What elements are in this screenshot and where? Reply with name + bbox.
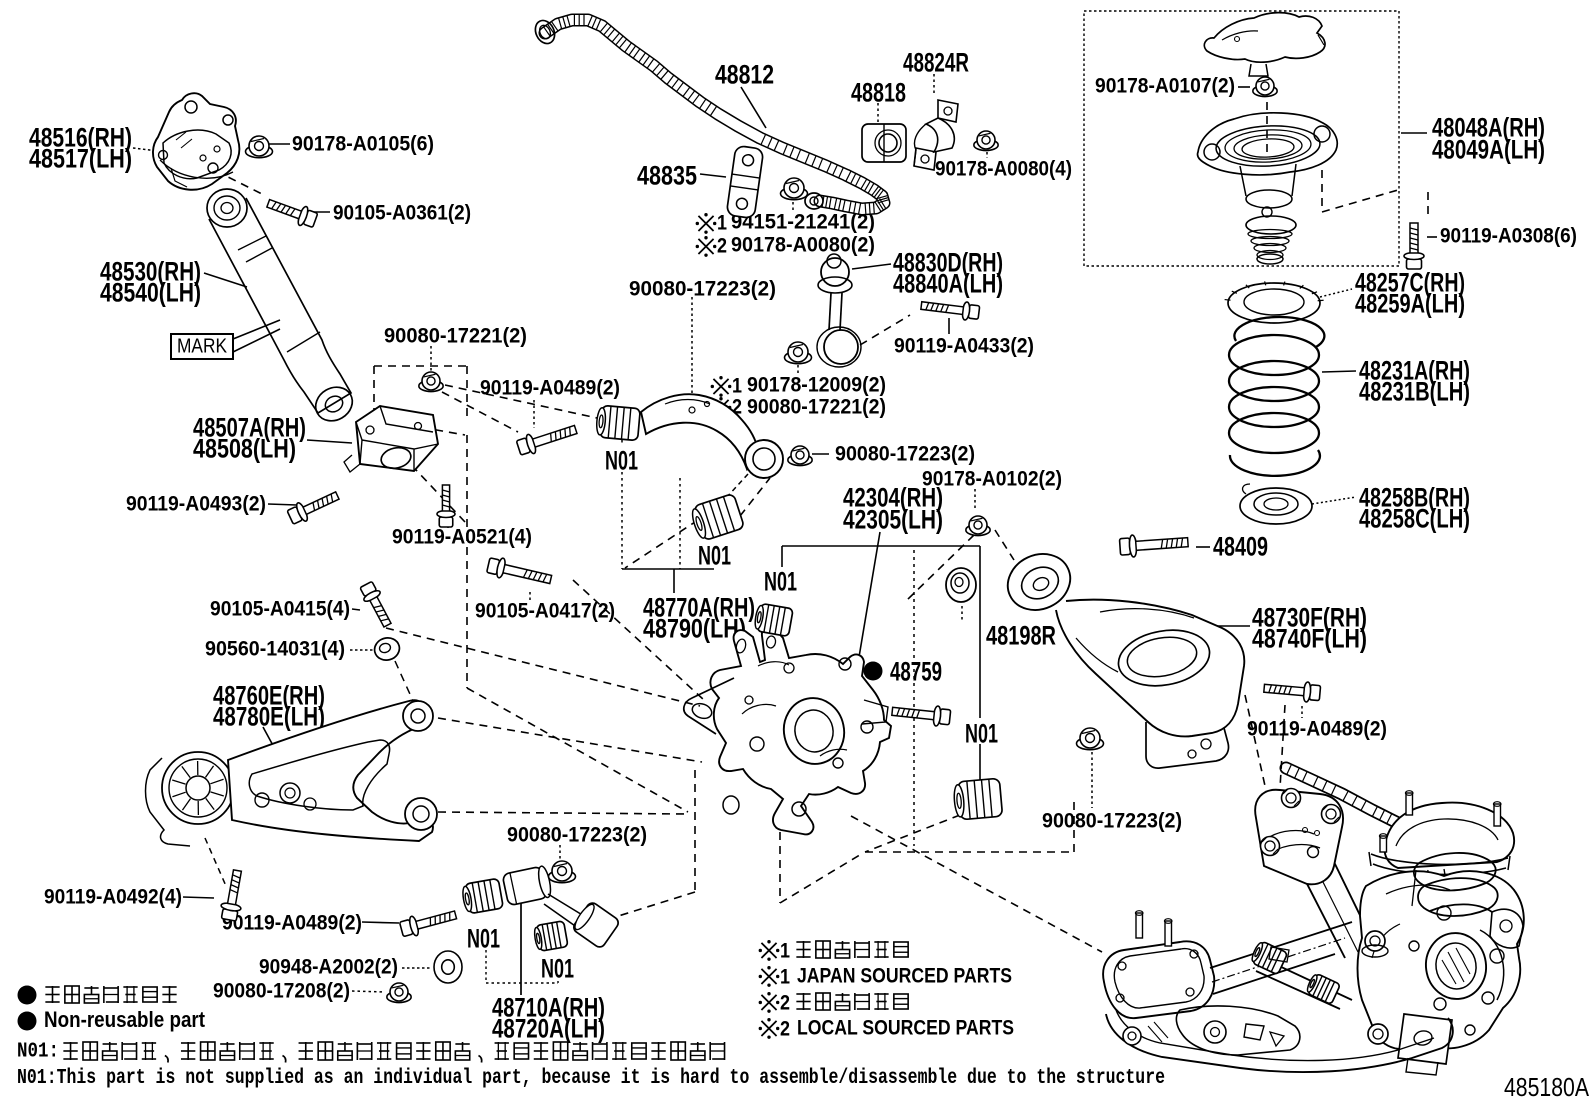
svg-text:N01:This part is not supplied: N01:This part is not supplied as an indi…	[17, 1066, 1165, 1090]
svg-text:1: 1	[717, 211, 727, 234]
svg-text:MARK: MARK	[177, 336, 228, 358]
svg-text:48198R: 48198R	[986, 621, 1056, 651]
svg-text:48258C(LH): 48258C(LH)	[1359, 504, 1470, 534]
svg-text:48231A(RH): 48231A(RH)	[1359, 356, 1470, 386]
svg-text:48710A(RH): 48710A(RH)	[492, 993, 605, 1023]
svg-text:90948-A2002(2): 90948-A2002(2)	[259, 955, 398, 978]
svg-text:48759: 48759	[890, 657, 942, 687]
svg-text:48517(LH): 48517(LH)	[29, 144, 132, 174]
svg-text:48231B(LH): 48231B(LH)	[1359, 377, 1470, 407]
svg-text:1: 1	[780, 965, 790, 988]
svg-text:90080-17223(2): 90080-17223(2)	[629, 277, 776, 300]
svg-text:N01: N01	[965, 719, 998, 749]
svg-text:2: 2	[717, 234, 727, 257]
svg-text:90080-17208(2): 90080-17208(2)	[213, 979, 350, 1002]
svg-text:90178-A0080(4): 90178-A0080(4)	[935, 157, 1072, 180]
svg-text:1: 1	[780, 939, 790, 962]
svg-text:90105-A0361(2): 90105-A0361(2)	[333, 201, 471, 224]
svg-text:48257C(RH): 48257C(RH)	[1355, 268, 1465, 298]
svg-text:48530(RH): 48530(RH)	[100, 257, 201, 287]
svg-text:N01: N01	[467, 924, 500, 954]
svg-text:42304(RH): 42304(RH)	[843, 483, 943, 513]
svg-text:90178-A0080(2): 90178-A0080(2)	[731, 233, 875, 256]
svg-text:90119-A0489(2): 90119-A0489(2)	[1247, 717, 1387, 740]
svg-text:48760E(RH): 48760E(RH)	[213, 681, 325, 711]
svg-text:90178-12009(2): 90178-12009(2)	[747, 373, 886, 396]
svg-text:90080-17223(2): 90080-17223(2)	[835, 442, 975, 465]
svg-text:90178-A0102(2): 90178-A0102(2)	[922, 467, 1062, 490]
svg-text:48258B(RH): 48258B(RH)	[1359, 483, 1470, 513]
svg-text:90119-A0433(2): 90119-A0433(2)	[894, 334, 1034, 357]
svg-text:485180A: 485180A	[1504, 1072, 1590, 1099]
svg-text:JAPAN SOURCED PARTS: JAPAN SOURCED PARTS	[797, 964, 1012, 987]
svg-text:90080-17221(2): 90080-17221(2)	[384, 324, 527, 347]
svg-text:48835: 48835	[637, 161, 697, 191]
svg-text:48720A(LH): 48720A(LH)	[492, 1014, 605, 1044]
svg-text:48770A(RH): 48770A(RH)	[643, 593, 755, 623]
svg-text:N01:: N01:	[17, 1041, 59, 1064]
svg-text:2: 2	[780, 991, 790, 1014]
svg-text:48824R: 48824R	[903, 48, 969, 78]
svg-text:48740F(LH): 48740F(LH)	[1252, 624, 1367, 654]
svg-text:90560-14031(4): 90560-14031(4)	[205, 637, 345, 660]
svg-text:48516(RH): 48516(RH)	[29, 123, 132, 153]
svg-text:90080-17223(2): 90080-17223(2)	[507, 823, 647, 846]
svg-text:90119-A0489(2): 90119-A0489(2)	[480, 376, 620, 399]
svg-text:48818: 48818	[851, 78, 906, 108]
svg-text:48259A(LH): 48259A(LH)	[1355, 289, 1465, 319]
svg-text:48780E(LH): 48780E(LH)	[213, 702, 325, 732]
svg-text:48508(LH): 48508(LH)	[193, 434, 296, 464]
svg-text:48790(LH): 48790(LH)	[643, 614, 746, 644]
svg-text:48409: 48409	[1213, 532, 1268, 562]
svg-text:48507A(RH): 48507A(RH)	[193, 413, 306, 443]
svg-text:48048A(RH): 48048A(RH)	[1432, 113, 1545, 143]
svg-text:48830D(RH): 48830D(RH)	[893, 248, 1003, 278]
svg-text:48049A(LH): 48049A(LH)	[1432, 135, 1545, 165]
svg-text:90105-A0417(2): 90105-A0417(2)	[475, 599, 615, 622]
svg-text:90119-A0521(4): 90119-A0521(4)	[392, 525, 532, 548]
svg-text:42305(LH): 42305(LH)	[843, 505, 943, 535]
svg-text:2: 2	[732, 395, 742, 418]
svg-text:48840A(LH): 48840A(LH)	[893, 269, 1003, 299]
svg-text:N01: N01	[764, 567, 797, 597]
svg-text:90119-A0493(2): 90119-A0493(2)	[126, 492, 266, 515]
svg-text:1: 1	[732, 374, 742, 397]
svg-text:2: 2	[780, 1017, 790, 1040]
svg-text:48812: 48812	[715, 60, 774, 90]
svg-text:Non-reusable part: Non-reusable part	[44, 1007, 206, 1032]
svg-text:90178-A0107(2): 90178-A0107(2)	[1095, 74, 1235, 97]
svg-text:48540(LH): 48540(LH)	[100, 278, 201, 308]
svg-text:LOCAL SOURCED PARTS: LOCAL SOURCED PARTS	[797, 1016, 1014, 1039]
svg-text:90080-17221(2): 90080-17221(2)	[747, 395, 886, 418]
svg-text:90119-A0489(2): 90119-A0489(2)	[222, 911, 362, 934]
svg-text:90178-A0105(6): 90178-A0105(6)	[292, 132, 434, 155]
svg-text:N01: N01	[541, 954, 574, 984]
svg-text:48730F(RH): 48730F(RH)	[1252, 603, 1367, 633]
svg-text:90119-A0492(4): 90119-A0492(4)	[44, 885, 182, 908]
svg-text:N01: N01	[698, 541, 731, 571]
svg-text:N01: N01	[605, 446, 638, 476]
svg-text:90080-17223(2): 90080-17223(2)	[1042, 809, 1182, 832]
svg-text:90119-A0308(6): 90119-A0308(6)	[1440, 224, 1577, 247]
svg-text:90105-A0415(4): 90105-A0415(4)	[210, 597, 350, 620]
svg-text:94151-21241(2): 94151-21241(2)	[731, 210, 875, 233]
